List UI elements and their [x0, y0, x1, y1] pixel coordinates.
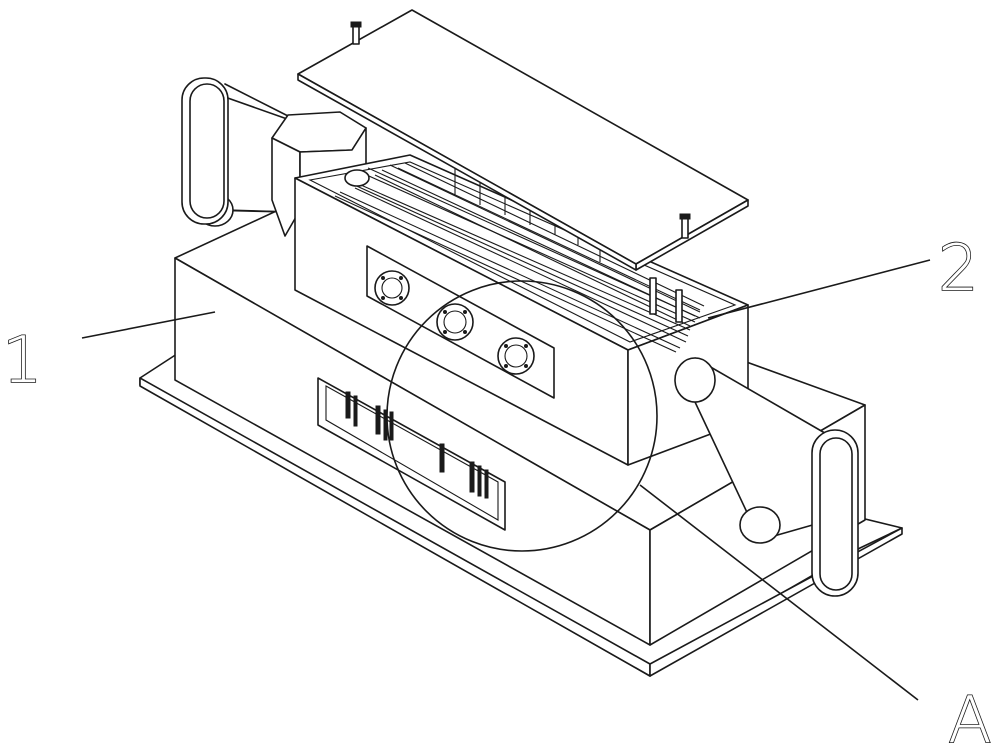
label-2: 2: [938, 232, 979, 306]
label-a: A: [948, 684, 992, 747]
leader-line-2: [708, 260, 930, 318]
label-1: 1: [2, 324, 43, 398]
